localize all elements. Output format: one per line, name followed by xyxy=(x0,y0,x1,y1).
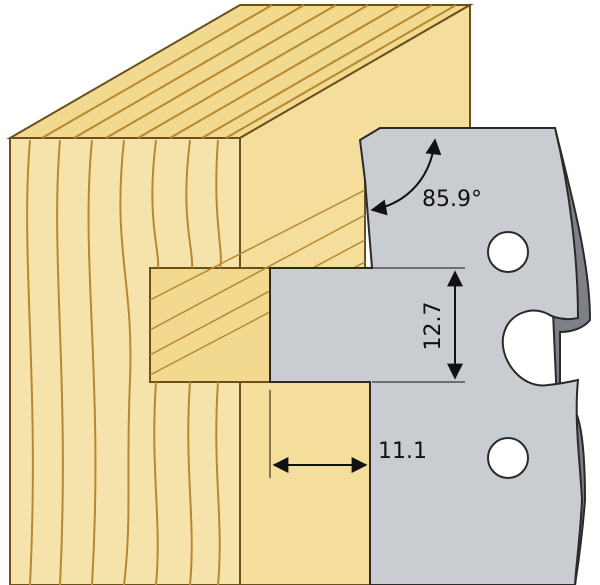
wood-front-face xyxy=(9,137,241,585)
height-label: 12.7 xyxy=(421,302,446,351)
wood-lower-side xyxy=(239,381,371,585)
lower-bolt-hole xyxy=(487,437,529,479)
front-grain-lines xyxy=(26,139,222,585)
depth-dimension: 11.1 xyxy=(269,390,427,478)
top-grain-lines xyxy=(41,4,457,139)
angle-label: 85.9° xyxy=(422,187,482,212)
height-dimension: 12.7 xyxy=(372,267,465,383)
depth-label: 11.1 xyxy=(378,439,427,464)
wood-block xyxy=(6,3,474,585)
angle-dimension: 85.9° xyxy=(370,138,482,216)
profile-knife xyxy=(269,126,592,585)
upper-bolt-hole xyxy=(487,231,529,273)
angle-arc xyxy=(370,138,442,216)
